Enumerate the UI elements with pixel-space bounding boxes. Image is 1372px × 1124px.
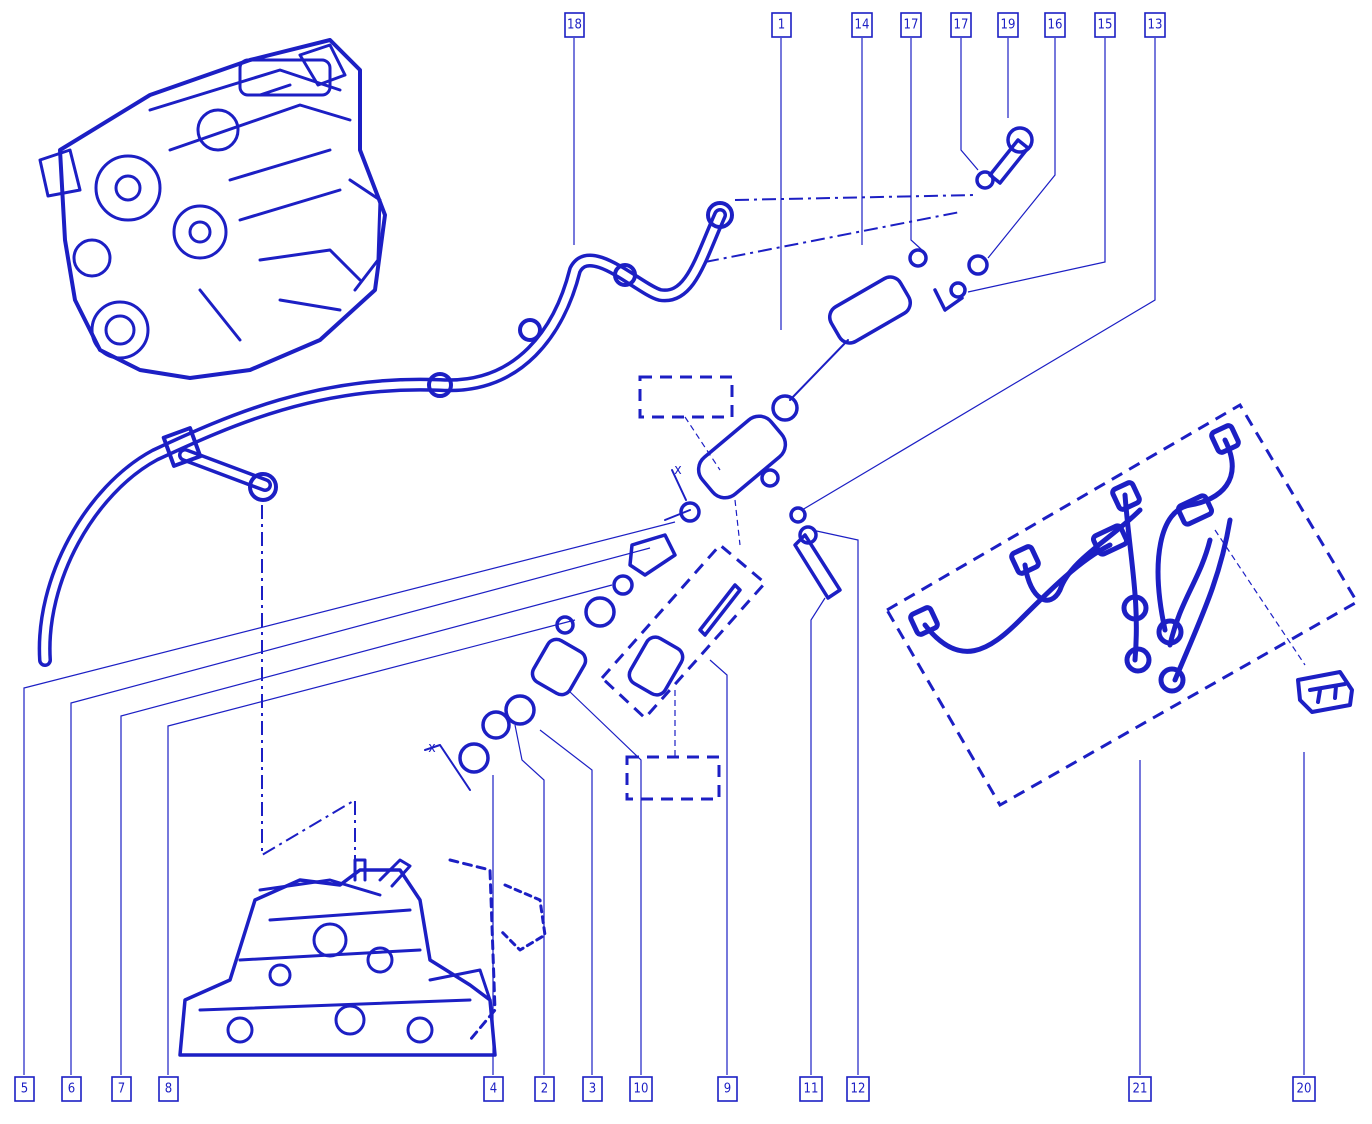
fuel-return-hose bbox=[37, 201, 734, 667]
callout-1: 1 bbox=[771, 12, 792, 38]
chain-line-to-pump bbox=[261, 505, 356, 880]
svg-text:16: 16 bbox=[1048, 18, 1063, 33]
dashed-link-clip bbox=[1214, 529, 1306, 666]
callout-12: 12 bbox=[846, 1076, 870, 1102]
svg-text:5: 5 bbox=[21, 1082, 28, 1097]
svg-text:11: 11 bbox=[804, 1082, 819, 1097]
callout-17b: 17 bbox=[950, 12, 972, 38]
svg-text:15: 15 bbox=[1098, 18, 1113, 33]
callout-16: 16 bbox=[1044, 12, 1066, 38]
callout-21: 21 bbox=[1128, 1076, 1152, 1102]
callout-17a: 17 bbox=[900, 12, 922, 38]
dashed-link-right bbox=[734, 499, 741, 546]
svg-text:3: 3 bbox=[589, 1082, 596, 1097]
callout-20: 20 bbox=[1292, 1076, 1316, 1102]
svg-text:17: 17 bbox=[904, 18, 919, 33]
svg-text:4: 4 bbox=[490, 1082, 497, 1097]
callout-5: 5 bbox=[14, 1076, 35, 1102]
svg-text:17: 17 bbox=[954, 18, 969, 33]
callout-4: 4 bbox=[483, 1076, 504, 1102]
callout-9: 9 bbox=[717, 1076, 738, 1102]
callout-7: 7 bbox=[111, 1076, 132, 1102]
callout-19: 19 bbox=[997, 12, 1019, 38]
callout-8: 8 bbox=[158, 1076, 179, 1102]
dashed-box-nozzle-kit bbox=[599, 542, 768, 721]
svg-text:18: 18 bbox=[567, 18, 582, 33]
dashed-box-top bbox=[638, 375, 734, 419]
svg-text:20: 20 bbox=[1297, 1082, 1312, 1097]
dashed-box-bottom bbox=[625, 755, 721, 801]
callout-6: 6 bbox=[61, 1076, 82, 1102]
callout-2: 2 bbox=[534, 1076, 555, 1102]
svg-text:14: 14 bbox=[855, 18, 870, 33]
x-mark-lower: x bbox=[428, 740, 436, 756]
leader-lines bbox=[23, 38, 1305, 1075]
svg-text:2: 2 bbox=[541, 1082, 548, 1097]
svg-text:10: 10 bbox=[634, 1082, 649, 1097]
svg-text:12: 12 bbox=[851, 1082, 866, 1097]
injector-assembly bbox=[424, 126, 1034, 791]
svg-text:9: 9 bbox=[724, 1082, 731, 1097]
svg-text:1: 1 bbox=[778, 18, 785, 33]
callout-18: 18 bbox=[564, 12, 585, 38]
engine-illustration bbox=[38, 38, 387, 380]
injector-pipe-set bbox=[908, 423, 1241, 694]
callout-3: 3 bbox=[582, 1076, 603, 1102]
chain-line-pipe-to-union bbox=[734, 194, 976, 201]
dashed-box-pipe-set bbox=[884, 402, 1360, 808]
callout-10: 10 bbox=[629, 1076, 653, 1102]
injection-pump-illustration bbox=[178, 858, 547, 1057]
svg-text:19: 19 bbox=[1001, 18, 1016, 33]
svg-text:21: 21 bbox=[1133, 1082, 1148, 1097]
pipe-clip bbox=[1296, 670, 1354, 714]
callout-13: 13 bbox=[1144, 12, 1166, 38]
svg-text:13: 13 bbox=[1148, 18, 1163, 33]
callout-11: 11 bbox=[799, 1076, 823, 1102]
chain-line-pipe-to-injector bbox=[704, 211, 961, 263]
svg-text:6: 6 bbox=[68, 1082, 75, 1097]
svg-text:7: 7 bbox=[118, 1082, 125, 1097]
svg-text:8: 8 bbox=[165, 1082, 172, 1097]
callout-14: 14 bbox=[851, 12, 873, 38]
callout-15: 15 bbox=[1094, 12, 1116, 38]
x-mark-upper: x bbox=[674, 462, 682, 478]
dashed-link-top bbox=[684, 416, 721, 471]
